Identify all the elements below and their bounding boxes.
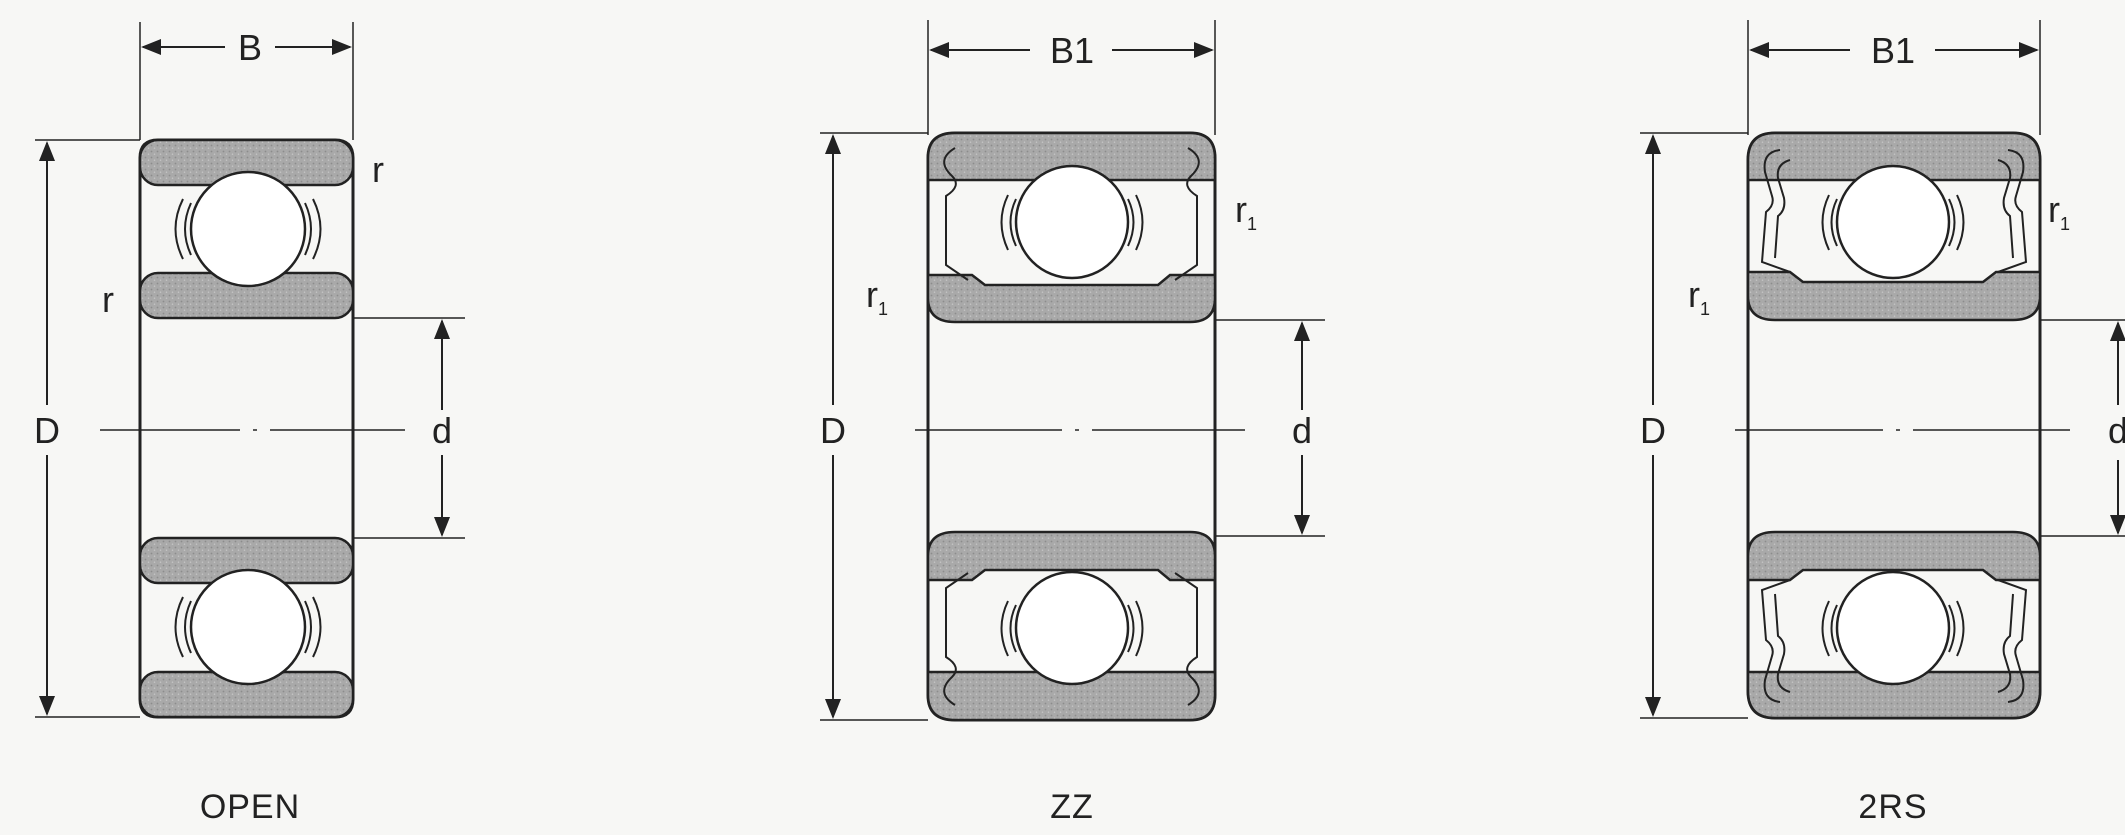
cage-top-left bbox=[1821, 194, 1838, 251]
ball-top bbox=[189, 170, 307, 288]
radius-label: r bbox=[372, 149, 384, 190]
caption-open: OPEN bbox=[200, 788, 300, 826]
bearing-zz: B1 D d r1 r1 ZZ bbox=[820, 20, 1325, 826]
cage-bottom-right bbox=[1948, 600, 1965, 657]
cage-top-right bbox=[1948, 194, 1965, 251]
ball-top bbox=[1014, 164, 1130, 280]
width-label: B1 bbox=[1871, 30, 1915, 71]
caption-2rs: 2RS bbox=[1858, 788, 1927, 826]
cage-top-left bbox=[174, 198, 192, 260]
bearing-2rs: B1 D d r1 r1 2RS bbox=[1640, 20, 2125, 826]
shield-bottom-left bbox=[943, 572, 969, 706]
cage-top-right bbox=[304, 198, 322, 260]
outer-ring-top bbox=[1746, 131, 2042, 182]
cage-bottom-left bbox=[1821, 600, 1838, 657]
cage-top-left bbox=[1000, 194, 1017, 251]
outer-ring-bottom bbox=[926, 670, 1217, 722]
outer-diameter-label: D bbox=[34, 410, 60, 451]
bore-label: d bbox=[2108, 410, 2125, 451]
cage-top-right bbox=[1127, 194, 1144, 251]
radius-label: r1 bbox=[1235, 189, 1257, 234]
inner-ring-top bbox=[1746, 270, 2042, 322]
outer-diameter-label: D bbox=[820, 410, 846, 451]
inner-ring-bottom bbox=[926, 530, 1217, 582]
bearing-open: B D d r r OPEN bbox=[34, 22, 465, 826]
ball-top bbox=[1835, 164, 1951, 280]
seal-top-left bbox=[1760, 149, 1791, 273]
width-label: B bbox=[238, 27, 262, 68]
outer-diameter-label: D bbox=[1640, 410, 1666, 451]
ball-bottom bbox=[1014, 570, 1130, 686]
bore-label: d bbox=[1292, 410, 1312, 451]
shield-bottom-right bbox=[1174, 572, 1200, 706]
inner-ring-top bbox=[926, 273, 1217, 324]
width-label: B1 bbox=[1050, 30, 1094, 71]
seal-bottom-right bbox=[1997, 579, 2028, 703]
ball-bottom bbox=[1835, 570, 1951, 686]
side-radius-label: r bbox=[102, 279, 114, 320]
side-radius-label: r1 bbox=[866, 274, 888, 319]
ball-bottom bbox=[189, 568, 307, 686]
radius-label: r1 bbox=[2048, 189, 2070, 234]
side-radius-label: r1 bbox=[1688, 274, 1710, 319]
outer-ring-bottom bbox=[1746, 670, 2042, 720]
caption-zz: ZZ bbox=[1050, 788, 1094, 826]
cage-bottom-right bbox=[304, 596, 322, 658]
seal-bottom-left bbox=[1760, 579, 1791, 703]
shield-top-right bbox=[1174, 147, 1200, 281]
seal-top-right bbox=[1997, 149, 2028, 273]
bore-label: d bbox=[432, 410, 452, 451]
cage-bottom-left bbox=[174, 596, 192, 658]
cage-bottom-left bbox=[1000, 600, 1017, 657]
shield-top-left bbox=[943, 147, 969, 281]
inner-ring-bottom bbox=[1746, 530, 2042, 582]
outer-ring-top bbox=[926, 131, 1217, 182]
cage-bottom-right bbox=[1127, 600, 1144, 657]
